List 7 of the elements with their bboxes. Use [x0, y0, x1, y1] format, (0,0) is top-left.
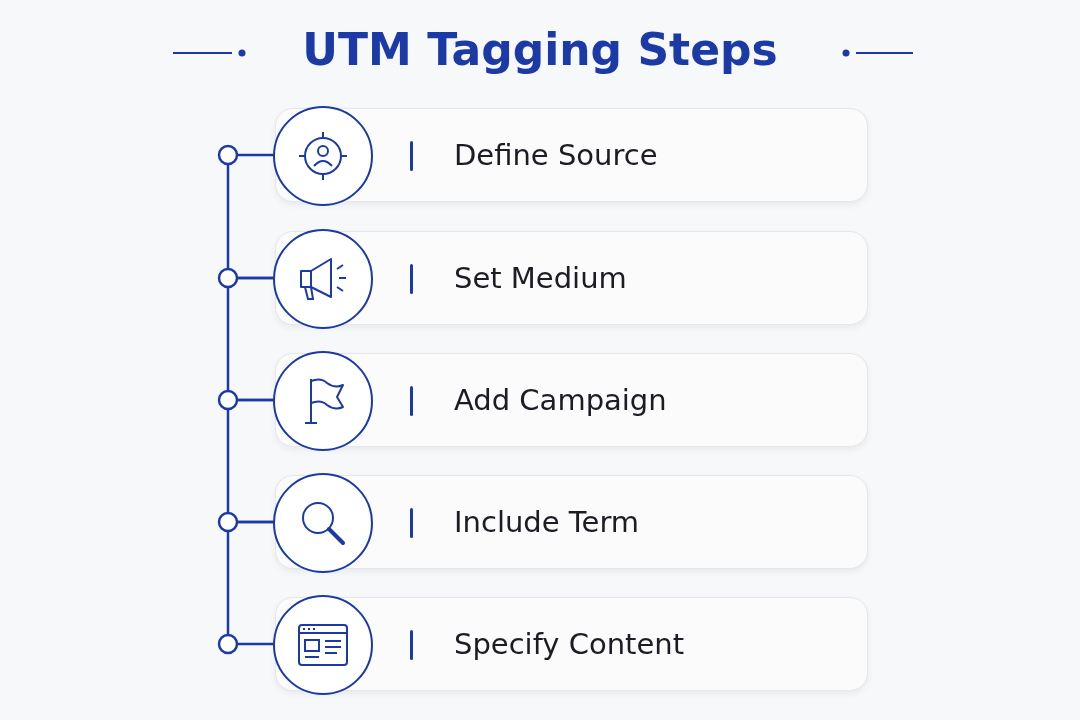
title: UTM Tagging Steps: [302, 23, 778, 77]
step-label: Define Source: [454, 137, 658, 174]
step-label: Specify Content: [454, 626, 685, 663]
step-label: Include Term: [454, 504, 640, 541]
step-label: Set Medium: [454, 260, 627, 297]
timeline-connector: [226, 520, 275, 646]
step-label: Add Campaign: [454, 382, 667, 419]
